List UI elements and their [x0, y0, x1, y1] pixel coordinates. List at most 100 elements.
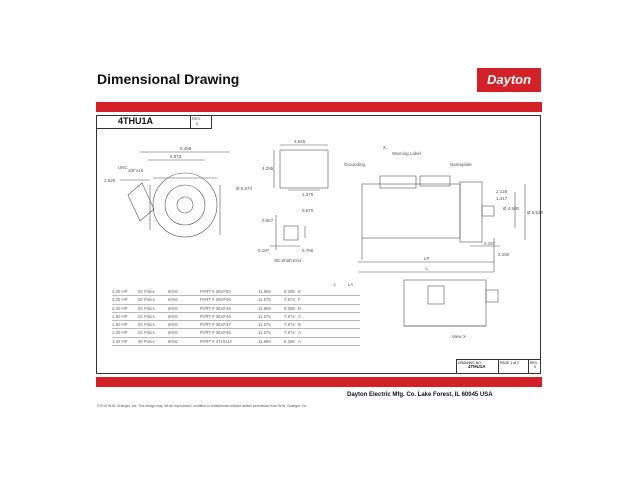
table-cell: D — [298, 305, 302, 311]
dim-l: L — [426, 266, 429, 271]
dim-2250: 2.250 — [498, 252, 510, 257]
shaft-end-key — [283, 225, 299, 241]
table-cell: 2.00 HP — [112, 289, 128, 294]
footer-company: Dayton Electric Mfg. Co. Lake Forest, IL… — [347, 392, 493, 398]
dim-4500: Ø 4.500 — [503, 206, 520, 211]
front-view-outer — [152, 172, 218, 238]
table-cell: 04 Poles — [138, 305, 155, 311]
dim-0766: 0.766 — [302, 248, 314, 253]
table-cell: 60Hz — [168, 330, 179, 336]
table-cell: 1.50 HP — [112, 313, 128, 319]
conduit-box — [127, 182, 155, 222]
table-cell: 60Hz — [168, 289, 179, 294]
table-cell: 60Hz — [168, 297, 179, 303]
dim-2625: 2.625 — [104, 178, 116, 183]
top-red-bar — [96, 102, 542, 112]
callout-x: X — [383, 145, 386, 150]
title-block-drawing-no: DRAWING NO. 4THU1A — [456, 359, 498, 374]
table-cell: A — [298, 330, 301, 336]
table-cell: 60Hz — [168, 313, 179, 319]
table-cell: 8.268 — [284, 289, 295, 294]
title-rev-label: REV. — [530, 361, 538, 365]
drawing-no-value: 4THU1A — [468, 364, 486, 369]
table-cell: 02 Poles — [138, 313, 155, 319]
table-cell: 11.575 — [258, 313, 271, 319]
table-row: 1.50 HP 02 Poles 60Hz PART # 36VF46 11.575 7.… — [112, 313, 360, 322]
drawing-no-label: DRAWING NO. — [458, 361, 482, 365]
side-nameplate — [419, 175, 451, 187]
table-row: 2.00 HP 04 Poles 60Hz PART # 36VF49 11.869 8.… — [112, 305, 360, 313]
table-cell: 7.874 — [284, 330, 295, 336]
dim-0870: 0.870 — [302, 208, 314, 213]
dim-3-8-16: 3/8"x16 — [128, 168, 144, 173]
table-cell: 8.268 — [284, 305, 295, 311]
dayton-logo: Dayton — [477, 68, 541, 92]
view-x-box — [427, 285, 445, 305]
table-cell: 60Hz — [168, 322, 179, 328]
table-cell: PART # 36VF49 — [200, 305, 231, 311]
front-view-inner — [164, 184, 206, 226]
table-row: 2.00 HP 02 Poles 60Hz PART # 36VF50 11.869 8.… — [112, 288, 360, 297]
grounding-label: Grounding — [344, 162, 366, 167]
copyright-notice: ©2013 W.W. Grainger, Inc. This design ma… — [97, 404, 308, 408]
table-cell: PART # 36VF47 — [200, 322, 231, 328]
drawing-frame — [96, 115, 541, 374]
rev-box: REV. 0 — [190, 115, 212, 129]
table-cell: 2.00 HP — [112, 297, 128, 303]
table-cell: 02 Poles — [138, 289, 155, 294]
title-block-page: PAGE 1 of 2 — [498, 359, 528, 374]
rev-value: 0 — [196, 121, 199, 126]
table-cell: PART # 36VF46 — [200, 313, 231, 319]
table-cell: 1.00 HP — [112, 338, 128, 344]
dim-4295: 4.295 — [262, 166, 274, 171]
table-cell: C — [298, 313, 302, 319]
table-cell: 11.575 — [258, 330, 271, 336]
table-cell: PART # 36VF50 — [200, 289, 231, 294]
page-label: PAGE 1 of 2 — [500, 361, 520, 365]
table-cell: 11.869 — [258, 289, 271, 294]
top-view-body — [279, 149, 329, 189]
table-cell: B — [298, 322, 301, 328]
table-cell: 1.50 HP — [112, 322, 128, 328]
title-rev-value: 0 — [534, 365, 536, 369]
table-cell: 06 Poles — [138, 338, 155, 344]
spec-table-body: 2.00 HP 02 Poles 60Hz PART # 36VF50 11.869 8.… — [112, 288, 360, 347]
table-cell: 60Hz — [168, 305, 179, 311]
bottom-red-bar — [96, 377, 542, 387]
dim-6629: Ø 6.629 — [527, 210, 544, 215]
rev-label: REV. — [192, 116, 201, 121]
page-title: Dimensional Drawing — [97, 71, 240, 87]
table-cell: 04 Poles — [138, 322, 155, 328]
view-x-body — [403, 279, 487, 327]
view-x-label: View X — [452, 334, 466, 339]
table-cell: 60Hz — [168, 338, 179, 344]
table-cell: 2.00 HP — [112, 305, 128, 311]
col-header-la: LA — [348, 282, 354, 287]
table-cell: 1.00 HP — [112, 330, 128, 336]
table-cell: PART # 36VF48 — [200, 297, 231, 303]
view-x-shaft — [485, 289, 499, 303]
dim-8468: 8.468 — [180, 146, 192, 151]
table-cell: A — [298, 338, 301, 344]
dim-lp: LP — [424, 256, 430, 261]
front-view-hub — [176, 196, 194, 214]
dim-4565: 4.565 — [294, 139, 306, 144]
dim-0867: 0.867 — [262, 218, 274, 223]
dim-0157: 0.157 — [484, 241, 496, 246]
table-cell: 7.874 — [284, 313, 295, 319]
table-cell: F — [298, 297, 301, 303]
table-cell: 02 Poles — [138, 297, 155, 303]
dim-5874: Ø 5.874 — [236, 186, 253, 191]
warning-label: Warning Label — [392, 151, 421, 156]
table-cell: E — [298, 289, 301, 294]
table-cell: 11.869 — [258, 305, 271, 311]
dim-5873: 5.873 — [170, 154, 182, 159]
table-cell: 7.874 — [284, 322, 295, 328]
dim-1417: 1.417 — [496, 196, 508, 201]
table-cell: PART # 4THU1A — [200, 338, 233, 344]
